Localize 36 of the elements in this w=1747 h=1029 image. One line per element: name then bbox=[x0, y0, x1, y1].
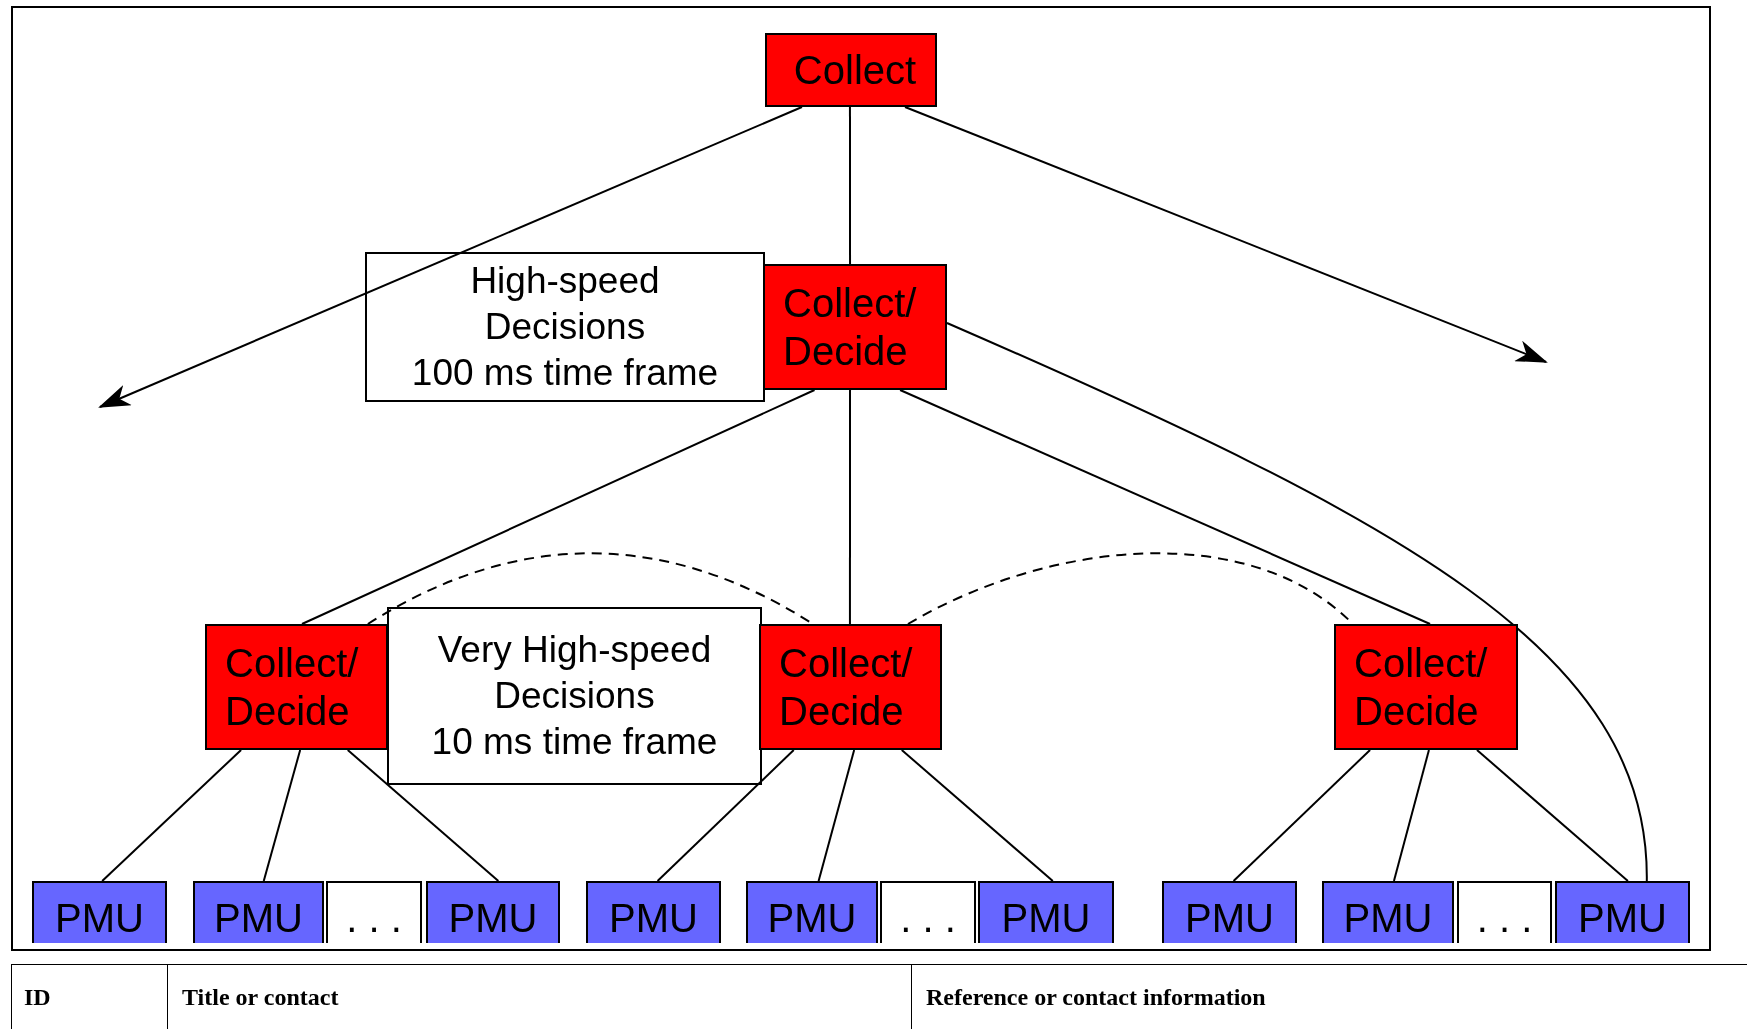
pmu-box: PMU bbox=[426, 881, 560, 943]
connector bbox=[848, 389, 852, 625]
process-box: Collect/ Decide bbox=[763, 264, 947, 390]
connector bbox=[817, 749, 856, 882]
pmu-box: PMU bbox=[586, 881, 721, 943]
process-box: Collect/ Decide bbox=[759, 624, 942, 750]
connector bbox=[899, 389, 1432, 625]
connector bbox=[848, 106, 852, 265]
connector bbox=[1392, 749, 1430, 882]
pmu-box: PMU bbox=[193, 881, 324, 943]
pmu-box: PMU bbox=[1162, 881, 1297, 943]
pmu-box: PMU bbox=[32, 881, 167, 943]
process-box: Collect/ Decide bbox=[205, 624, 388, 750]
arrow bbox=[904, 106, 1548, 363]
column-heading: ID bbox=[24, 984, 51, 1011]
arrow bbox=[98, 106, 803, 408]
pmu-box: PMU bbox=[1322, 881, 1454, 943]
connector bbox=[946, 321, 1648, 882]
pmu-box: PMU bbox=[978, 881, 1114, 943]
process-box: Collect/ Decide bbox=[1334, 624, 1518, 750]
connector bbox=[1232, 749, 1372, 882]
connector bbox=[101, 749, 243, 882]
connector bbox=[262, 749, 302, 882]
column-heading: Reference or contact information bbox=[926, 984, 1266, 1011]
process-box: Collect bbox=[765, 33, 937, 107]
connector bbox=[1475, 749, 1629, 882]
ellipsis-box: . . . bbox=[326, 881, 422, 943]
pmu-box: PMU bbox=[746, 881, 878, 943]
connector bbox=[900, 749, 1054, 882]
connector bbox=[301, 389, 816, 625]
connector bbox=[656, 749, 795, 882]
ellipsis-box: . . . bbox=[880, 881, 976, 943]
pmu-box: PMU bbox=[1555, 881, 1690, 943]
column-heading: Title or contact bbox=[182, 984, 339, 1011]
connector bbox=[346, 749, 500, 882]
ellipsis-box: . . . bbox=[1457, 881, 1552, 943]
